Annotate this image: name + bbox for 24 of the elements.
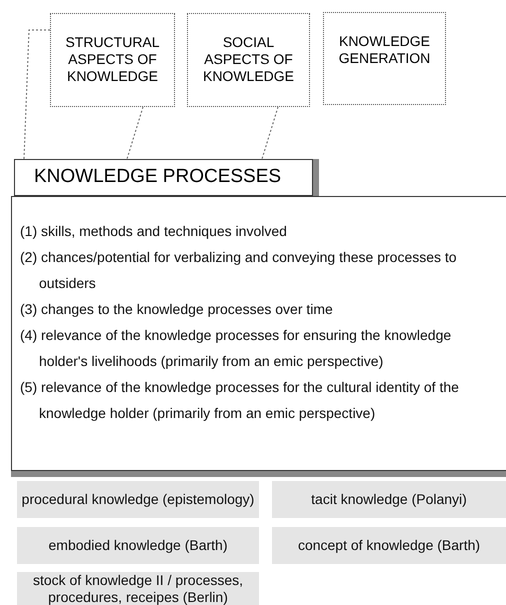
title-text: KNOWLEDGE PROCESSES bbox=[34, 165, 282, 190]
concept-box bbox=[17, 481, 259, 518]
dotted-connector bbox=[24, 30, 50, 160]
topic-box bbox=[187, 13, 310, 107]
concept-label: tacit knowledge (Polanyi) bbox=[310, 491, 468, 508]
topic-box bbox=[50, 13, 175, 107]
concept-label: stock of knowledge II / processes, procedures, receipes (Berlin) bbox=[32, 572, 244, 605]
dotted-connector bbox=[126, 106, 144, 160]
topic-box bbox=[323, 12, 446, 105]
list-item: (1) skills, methods and techniques involved bbox=[20, 222, 288, 241]
concept-box bbox=[272, 481, 506, 518]
concept-box bbox=[272, 527, 506, 564]
concept-label: concept of knowledge (Barth) bbox=[296, 537, 482, 554]
concept-box bbox=[17, 527, 259, 564]
topic-label: SOCIAL ASPECTS OF KNOWLEDGE bbox=[202, 34, 295, 85]
dotted-connector bbox=[262, 106, 278, 160]
concept-label: procedural knowledge (epistemology) bbox=[20, 491, 256, 508]
list-item: (5) relevance of the knowledge processes for the cultural identity of the knowledge holder (primarily from an emic perspective) bbox=[20, 378, 460, 423]
topic-label: KNOWLEDGE GENERATION bbox=[338, 33, 432, 67]
list-item: (3) changes to the knowledge processes over time bbox=[20, 300, 334, 319]
list-item: (4) relevance of the knowledge processes for ensuring the knowledge holder's livelihoods (primarily from an emic perspective) bbox=[20, 326, 452, 371]
list-item: (2) chances/potential for verbalizing and conveying these processes to outsiders bbox=[20, 248, 458, 293]
topic-label: STRUCTURAL ASPECTS OF KNOWLEDGE bbox=[64, 34, 161, 85]
concept-label: embodied knowledge (Barth) bbox=[48, 537, 228, 554]
